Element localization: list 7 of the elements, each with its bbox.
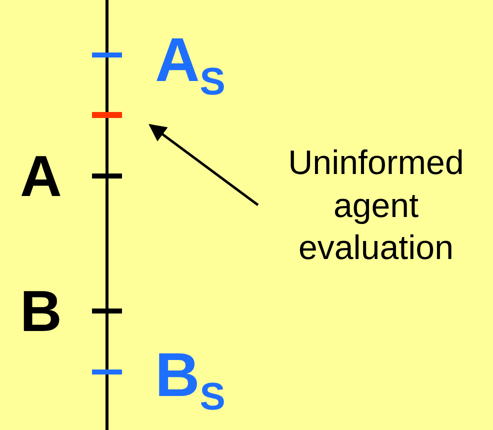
marker-tick <box>92 112 122 118</box>
scale-label: A <box>20 148 62 206</box>
leader-arrow <box>148 124 259 206</box>
scale-label: A$_{S}$ <box>155 30 226 102</box>
annotation-text: Uninformed agent evaluation <box>262 142 490 288</box>
scale-label: B$_{S}$ <box>155 345 226 417</box>
scale-label: B <box>20 283 62 341</box>
